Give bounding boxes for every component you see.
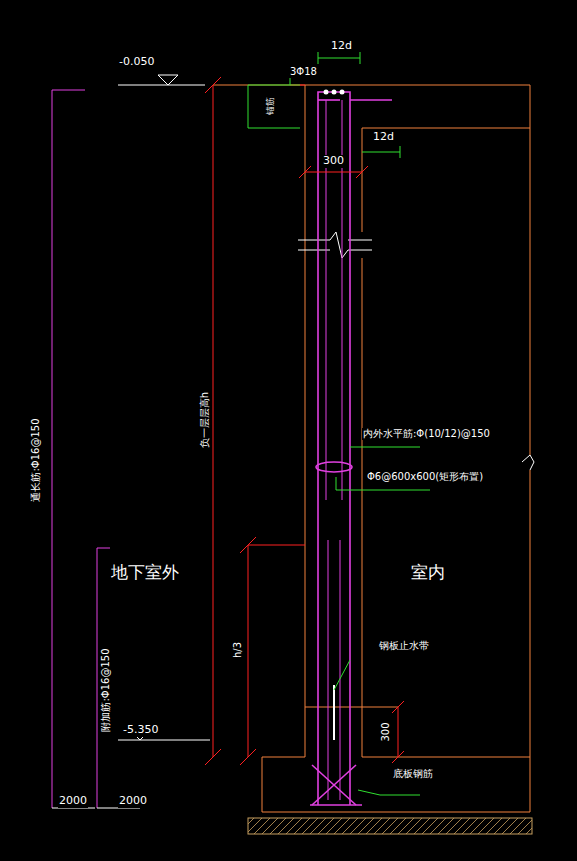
level-mark: -0.050: [118, 56, 155, 69]
rebar-note: Φ6@600x600(矩形布置): [366, 471, 484, 483]
region-label: 地下室外: [110, 563, 180, 583]
rebar-note: 锚筋: [265, 96, 275, 116]
rebar-note: 内外水平筋:Φ(10/12)@150: [362, 428, 491, 440]
dimension: h/3: [232, 641, 244, 659]
dimension: 300: [380, 721, 392, 742]
rebar-note: 3Φ18: [289, 66, 318, 78]
dimension: 2000: [58, 795, 88, 808]
rebar-note: 附加筋:Φ16@150: [100, 647, 112, 732]
level-mark: -5.350: [122, 724, 159, 737]
part-label: 钢板止水带: [378, 640, 430, 652]
dimension: 负一层层高h: [199, 391, 211, 449]
dimension: 12d: [330, 40, 353, 53]
part-label: 底板钢筋: [392, 768, 434, 780]
rebar-note: 通长筋:Φ16@150: [30, 417, 42, 502]
region-label: 室内: [410, 563, 446, 583]
dimension: 300: [322, 155, 345, 168]
dimension: 12d: [372, 131, 395, 144]
dimension: 2000: [118, 795, 148, 808]
